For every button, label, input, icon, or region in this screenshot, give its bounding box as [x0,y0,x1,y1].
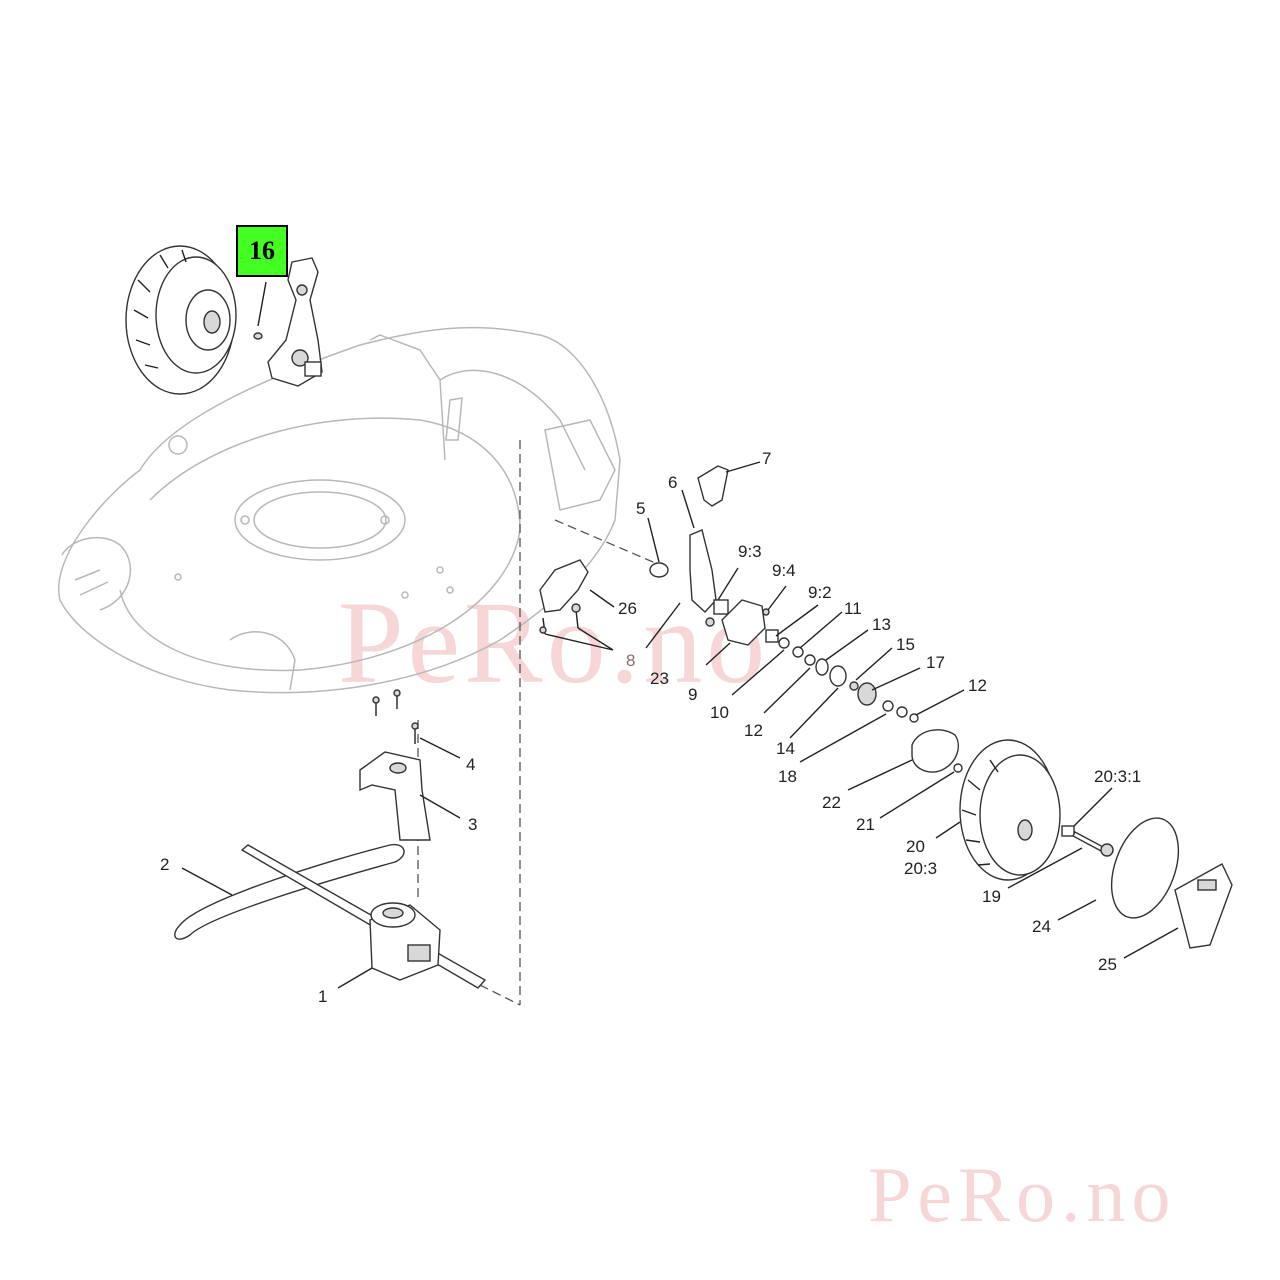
washer-5 [649,562,669,578]
callout-6: 6 [668,473,677,492]
leader-lines [181,461,1179,989]
callout-19: 19 [982,887,1001,906]
screw-9-4 [762,608,770,616]
callout-20: 20 [906,837,925,856]
handle-7 [697,465,729,507]
transmission-bracket [359,751,431,841]
bracket-bolts [372,689,419,744]
bushing-9-3 [713,599,729,615]
callout-23: 23 [650,669,669,688]
washer-18 [882,700,894,712]
callout-10: 10 [710,703,729,722]
bearing-13 [815,658,829,676]
bolt-8 [539,603,581,635]
callout-17: 17 [926,653,945,672]
drive-belt [174,843,405,940]
callout-14: 14 [776,739,795,758]
callout-5: 5 [636,499,645,518]
callout-9-3: 9:3 [738,542,762,561]
mower-deck [58,326,621,694]
callout-8: 8 [626,651,635,670]
washer-21 [953,763,963,773]
callout-26: 26 [618,599,637,618]
front-wheel [959,739,1061,881]
callout-9-2: 9:2 [808,583,832,602]
ring-14 [829,665,847,687]
callout-22: 22 [822,793,841,812]
washer-12b [896,706,908,718]
pinion-17 [857,682,877,706]
callout-20-3-1: 20:3:1 [1094,767,1141,786]
bushing-20-3-1 [1061,825,1075,837]
callout-21: 21 [856,815,875,834]
callout-9: 9 [688,685,697,704]
alignment-line-axle [554,519,661,566]
gear-cover-26 [539,559,589,613]
lever-6 [689,529,717,613]
callout-13: 13 [872,615,891,634]
callout-12-left: 12 [744,721,763,740]
alignment-line-bottom [479,984,521,1006]
watermark-corner: PeRo.no [868,1151,1177,1238]
decal-25-mark [1197,879,1217,891]
clip-11 [792,646,804,658]
callout-labels: 1 2 3 4 5 6 7 8 26 23 9 9:3 9:4 9:2 11 1… [160,449,1141,1006]
washer-12a [804,654,816,666]
highlighted-part-label[interactable]: 16 [236,225,288,277]
callout-4: 4 [466,755,475,774]
callout-18: 18 [778,767,797,786]
bracket-hole [389,762,407,774]
bushing-9-2 [765,629,779,643]
callout-7: 7 [762,449,771,468]
spring-15 [849,681,859,691]
pin-23 [705,617,715,627]
callout-2: 2 [160,855,169,874]
callout-11: 11 [844,599,862,618]
callout-15: 15 [896,635,915,654]
bolt-19-head [1100,843,1114,857]
housing-9 [721,599,766,646]
callout-25: 25 [1098,955,1117,974]
clip-12c [909,713,919,723]
rear-wheel-left [125,245,237,395]
height-adjuster-lever [253,257,323,387]
hubcap-24 [1110,817,1180,919]
callout-24: 24 [1032,917,1051,936]
transmission [369,902,441,981]
gear-ring-22 [911,729,959,773]
bolt-19 [1072,831,1106,853]
callout-20-3: 20:3 [904,859,937,878]
callout-12-right: 12 [968,676,987,695]
callout-9-4: 9:4 [772,561,796,580]
washer-10 [778,637,790,649]
callout-1: 1 [318,987,327,1006]
decal-25 [1174,863,1233,949]
callout-3: 3 [468,815,477,834]
